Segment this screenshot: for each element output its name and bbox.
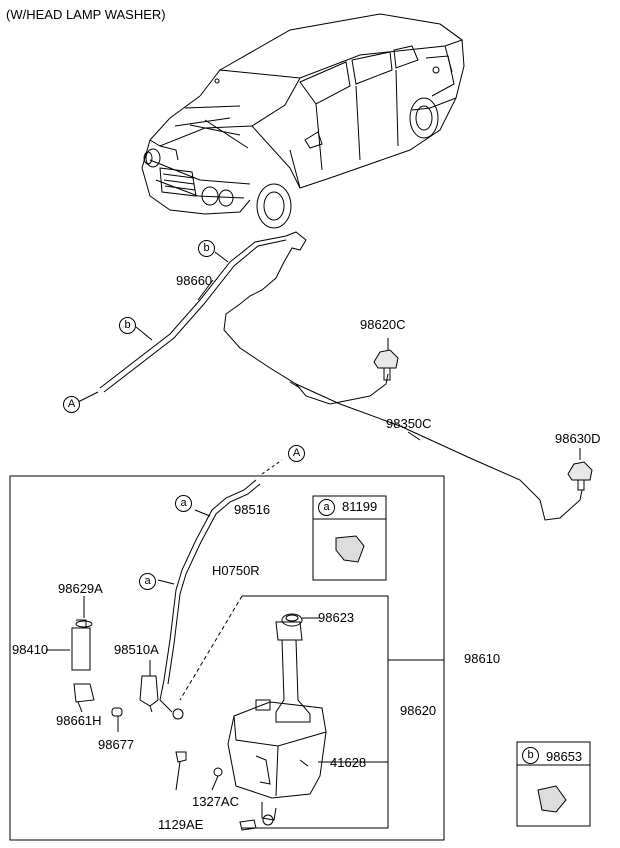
label-41628: 41628 bbox=[330, 755, 367, 770]
label-98660: 98660 bbox=[176, 273, 213, 288]
label-98653: 98653 bbox=[546, 749, 583, 764]
ref-A-frame: A bbox=[288, 445, 305, 462]
ref-A-left: A bbox=[63, 396, 80, 413]
label-98677: 98677 bbox=[98, 737, 135, 752]
diagram-title: (W/HEAD LAMP WASHER) bbox=[6, 7, 166, 22]
reservoir-cap bbox=[281, 613, 320, 627]
ref-b-box: b bbox=[522, 747, 539, 764]
label-1129ae: 1129AE bbox=[158, 817, 204, 832]
assembly-frame bbox=[9, 475, 445, 841]
ref-a-box: a bbox=[318, 499, 335, 516]
label-h0750r: H0750R bbox=[212, 563, 260, 578]
pump-motor bbox=[46, 596, 123, 732]
label-98623: 98623 bbox=[318, 610, 355, 625]
label-98516: 98516 bbox=[234, 502, 271, 517]
reservoir-frame bbox=[242, 595, 389, 829]
label-98510a: 98510A bbox=[114, 642, 159, 657]
label-98661h: 98661H bbox=[56, 713, 102, 728]
fasteners bbox=[175, 751, 388, 831]
car-illustration bbox=[141, 13, 465, 229]
reservoir-tank bbox=[227, 621, 327, 826]
ref-a-lower: a bbox=[139, 573, 156, 590]
label-98630d: 98630D bbox=[555, 431, 601, 446]
head-lamp-hoses bbox=[77, 231, 583, 521]
ref-b-upper: b bbox=[198, 240, 215, 257]
label-98610: 98610 bbox=[464, 651, 501, 666]
washer-pump bbox=[139, 660, 184, 720]
detail-box-81199 bbox=[312, 495, 387, 581]
label-1327ac: 1327AC bbox=[192, 794, 239, 809]
ref-a-upper: a bbox=[175, 495, 192, 512]
label-98629a: 98629A bbox=[58, 581, 103, 596]
label-98350c: 98350C bbox=[386, 416, 432, 431]
label-98410: 98410 bbox=[12, 642, 49, 657]
label-98620: 98620 bbox=[400, 703, 437, 718]
ref-b-lower: b bbox=[119, 317, 136, 334]
nozzle-98620c bbox=[373, 349, 399, 381]
detail-box-98653 bbox=[516, 741, 591, 827]
nozzle-98630d bbox=[567, 461, 593, 491]
label-81199: 81199 bbox=[342, 499, 378, 514]
label-98620c: 98620C bbox=[360, 317, 406, 332]
washer-hose bbox=[157, 459, 283, 713]
